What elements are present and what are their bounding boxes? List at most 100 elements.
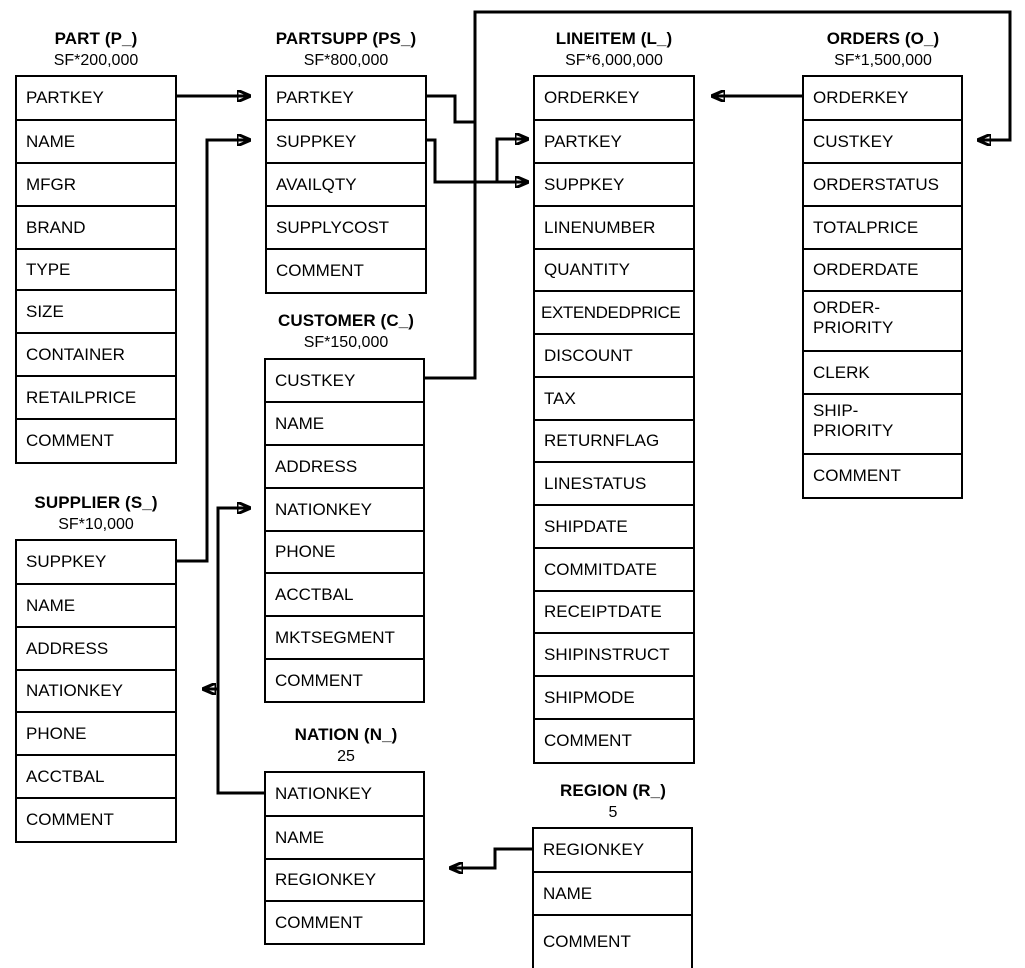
field-row: PARTKEY xyxy=(267,77,425,121)
field-row: QUANTITY xyxy=(535,250,693,292)
entity-lineitem-title: LINEITEM (L_) xyxy=(555,29,673,48)
entity-part-title: PART (P_) xyxy=(54,29,138,48)
field-row: COMMENT xyxy=(535,720,693,764)
entity-orders-title: ORDERS (O_) xyxy=(826,29,940,48)
field-row: CUSTKEY xyxy=(266,360,423,403)
link-region-nation xyxy=(450,847,532,868)
field-row: SHIPMODE xyxy=(535,677,693,720)
entity-region-cardinality: 5 xyxy=(608,804,618,821)
field-row: REGIONKEY xyxy=(534,829,691,873)
field-row: COMMENT xyxy=(534,916,691,968)
entity-partsupp-fields: PARTKEY SUPPKEY AVAILQTY SUPPLYCOST COMM… xyxy=(265,75,427,294)
field-row: COMMENT xyxy=(266,660,423,703)
entity-nation-title: NATION (N_) xyxy=(294,725,398,744)
field-row: ORDERSTATUS xyxy=(804,164,961,207)
field-row: ADDRESS xyxy=(266,446,423,489)
field-line-2: PRIORITY xyxy=(813,421,894,440)
entity-orders: ORDERS (O_) SF*1,500,000 xyxy=(793,28,973,71)
field-row: RETAILPRICE xyxy=(17,377,175,420)
field-row: ORDERKEY xyxy=(804,77,961,121)
field-row: SUPPLYCOST xyxy=(267,207,425,250)
field-row: TAX xyxy=(535,378,693,421)
field-row: TOTALPRICE xyxy=(804,207,961,250)
entity-nation-fields: NATIONKEY NAME REGIONKEY COMMENT xyxy=(264,771,425,945)
field-row: ACCTBAL xyxy=(17,756,175,799)
field-row: SUPPKEY xyxy=(17,541,175,585)
field-row-multiline: SHIP- PRIORITY xyxy=(804,395,961,455)
field-row: SUPPKEY xyxy=(535,164,693,207)
field-row: COMMENT xyxy=(17,799,175,843)
field-row: ORDERDATE xyxy=(804,250,961,292)
entity-region-title: REGION (R_) xyxy=(560,781,666,800)
field-row: EXTENDEDPRICE xyxy=(535,292,693,335)
entity-part-fields: PARTKEY NAME MFGR BRAND TYPE SIZE CONTAI… xyxy=(15,75,177,464)
entity-supplier-fields: SUPPKEY NAME ADDRESS NATIONKEY PHONE ACC… xyxy=(15,539,177,843)
field-line-1: SHIP- xyxy=(813,401,859,420)
field-row: TYPE xyxy=(17,250,175,291)
field-row: COMMENT xyxy=(804,455,961,499)
entity-lineitem: LINEITEM (L_) SF*6,000,000 xyxy=(524,28,704,71)
entity-partsupp-title: PARTSUPP (PS_) xyxy=(275,29,417,48)
entity-region-fields: REGIONKEY NAME COMMENT xyxy=(532,827,693,968)
entity-customer-title: CUSTOMER (C_) xyxy=(277,311,415,330)
field-line-1: ORDER- xyxy=(813,298,881,317)
field-row: RECEIPTDATE xyxy=(535,592,693,634)
field-row: NAME xyxy=(534,873,691,916)
field-row: PARTKEY xyxy=(17,77,175,121)
field-row: SIZE xyxy=(17,291,175,334)
entity-supplier: SUPPLIER (S_) SF*10,000 xyxy=(0,492,192,535)
entity-supplier-cardinality: SF*10,000 xyxy=(58,516,134,533)
field-row: BRAND xyxy=(17,207,175,250)
entity-lineitem-fields: ORDERKEY PARTKEY SUPPKEY LINENUMBER QUAN… xyxy=(533,75,695,764)
field-row: NAME xyxy=(266,817,423,860)
field-row: CLERK xyxy=(804,352,961,395)
entity-part-cardinality: SF*200,000 xyxy=(53,52,139,69)
entity-part: PART (P_) SF*200,000 xyxy=(0,28,192,71)
field-row: NATIONKEY xyxy=(266,489,423,532)
field-row: NATIONKEY xyxy=(17,671,175,713)
entity-nation: NATION (N_) 25 xyxy=(255,724,437,767)
entity-supplier-title: SUPPLIER (S_) xyxy=(34,493,158,512)
field-line-2: PRIORITY xyxy=(813,318,894,337)
field-row: NATIONKEY xyxy=(266,773,423,817)
field-row: COMMENT xyxy=(17,420,175,464)
entity-customer-cardinality: SF*150,000 xyxy=(303,334,389,351)
field-row: ACCTBAL xyxy=(266,574,423,617)
field-row: PHONE xyxy=(266,532,423,574)
field-row: CUSTKEY xyxy=(804,121,961,164)
entity-partsupp-cardinality: SF*800,000 xyxy=(303,52,389,69)
entity-orders-cardinality: SF*1,500,000 xyxy=(834,52,932,69)
field-row: ADDRESS xyxy=(17,628,175,671)
field-row: SHIPINSTRUCT xyxy=(535,634,693,677)
field-row: NAME xyxy=(266,403,423,446)
field-row: NAME xyxy=(17,585,175,628)
field-row: SUPPKEY xyxy=(267,121,425,164)
field-row: LINENUMBER xyxy=(535,207,693,250)
field-row: AVAILQTY xyxy=(267,164,425,207)
entity-nation-cardinality: 25 xyxy=(337,748,355,765)
field-row: MKTSEGMENT xyxy=(266,617,423,660)
entity-partsupp: PARTSUPP (PS_) SF*800,000 xyxy=(255,28,437,71)
entity-lineitem-cardinality: SF*6,000,000 xyxy=(565,52,663,69)
field-row: PARTKEY xyxy=(535,121,693,164)
field-row: REGIONKEY xyxy=(266,860,423,902)
field-row-multiline: ORDER- PRIORITY xyxy=(804,292,961,352)
field-row: PHONE xyxy=(17,713,175,756)
entity-orders-fields: ORDERKEY CUSTKEY ORDERSTATUS TOTALPRICE … xyxy=(802,75,963,499)
entity-region: REGION (R_) 5 xyxy=(523,780,703,823)
field-row: ORDERKEY xyxy=(535,77,693,121)
link-partsupp-merge xyxy=(427,94,477,184)
entity-customer: CUSTOMER (C_) SF*150,000 xyxy=(255,310,437,353)
field-row: COMMITDATE xyxy=(535,549,693,592)
entity-customer-fields: CUSTKEY NAME ADDRESS NATIONKEY PHONE ACC… xyxy=(264,358,425,703)
field-row: MFGR xyxy=(17,164,175,207)
field-row: DISCOUNT xyxy=(535,335,693,378)
field-row: NAME xyxy=(17,121,175,164)
field-row: COMMENT xyxy=(267,250,425,294)
field-row: SHIPDATE xyxy=(535,506,693,549)
field-row: RETURNFLAG xyxy=(535,421,693,463)
field-row: CONTAINER xyxy=(17,334,175,377)
link-partsupp-branch xyxy=(435,139,528,184)
field-row: LINESTATUS xyxy=(535,463,693,506)
